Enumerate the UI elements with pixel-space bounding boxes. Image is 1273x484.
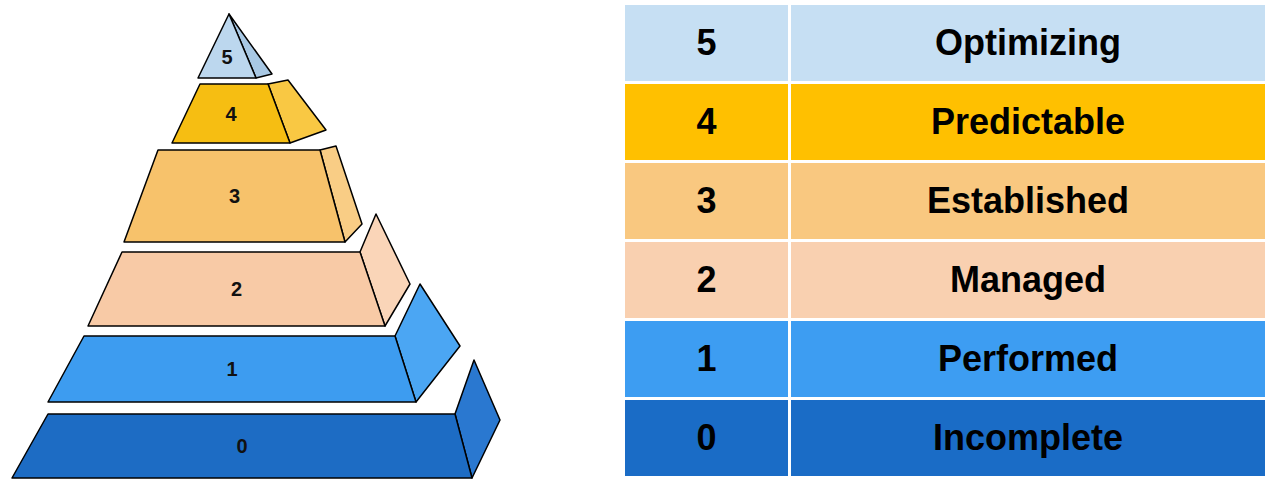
level-number: 2 [625, 242, 788, 318]
level-front [48, 336, 416, 402]
level-shape [198, 14, 256, 78]
table-row: 0Incomplete [625, 400, 1265, 479]
table-row: 2Managed [625, 242, 1265, 321]
level-number: 4 [625, 84, 788, 160]
table-row: 3Established [625, 163, 1265, 242]
pyramid-level: 1 [48, 336, 416, 402]
level-number: 3 [625, 163, 788, 239]
level-front [12, 414, 472, 478]
level-number: 1 [226, 359, 237, 379]
level-number: 0 [236, 436, 247, 456]
level-name: Incomplete [788, 400, 1265, 476]
level-number: 5 [625, 5, 788, 81]
level-number: 5 [221, 47, 232, 67]
pyramid-level: 4 [172, 84, 290, 143]
level-front [172, 84, 290, 143]
level-front [124, 150, 345, 242]
level-number: 2 [231, 279, 242, 299]
pyramid-level: 0 [12, 414, 472, 478]
level-name: Predictable [788, 84, 1265, 160]
pyramid-level: 3 [124, 150, 345, 242]
level-number: 0 [625, 400, 788, 476]
table-row: 5Optimizing [625, 5, 1265, 84]
level-name: Optimizing [788, 5, 1265, 81]
pyramid-level: 5 [198, 14, 256, 78]
level-name: Managed [788, 242, 1265, 318]
pyramid-level: 2 [88, 252, 385, 326]
table-row: 4Predictable [625, 84, 1265, 163]
level-number: 4 [225, 104, 236, 124]
level-name: Performed [788, 321, 1265, 397]
level-front [198, 14, 256, 78]
level-number: 1 [625, 321, 788, 397]
level-name: Established [788, 163, 1265, 239]
table-row: 1Performed [625, 321, 1265, 400]
level-number: 3 [229, 186, 240, 206]
level-front [88, 252, 385, 326]
